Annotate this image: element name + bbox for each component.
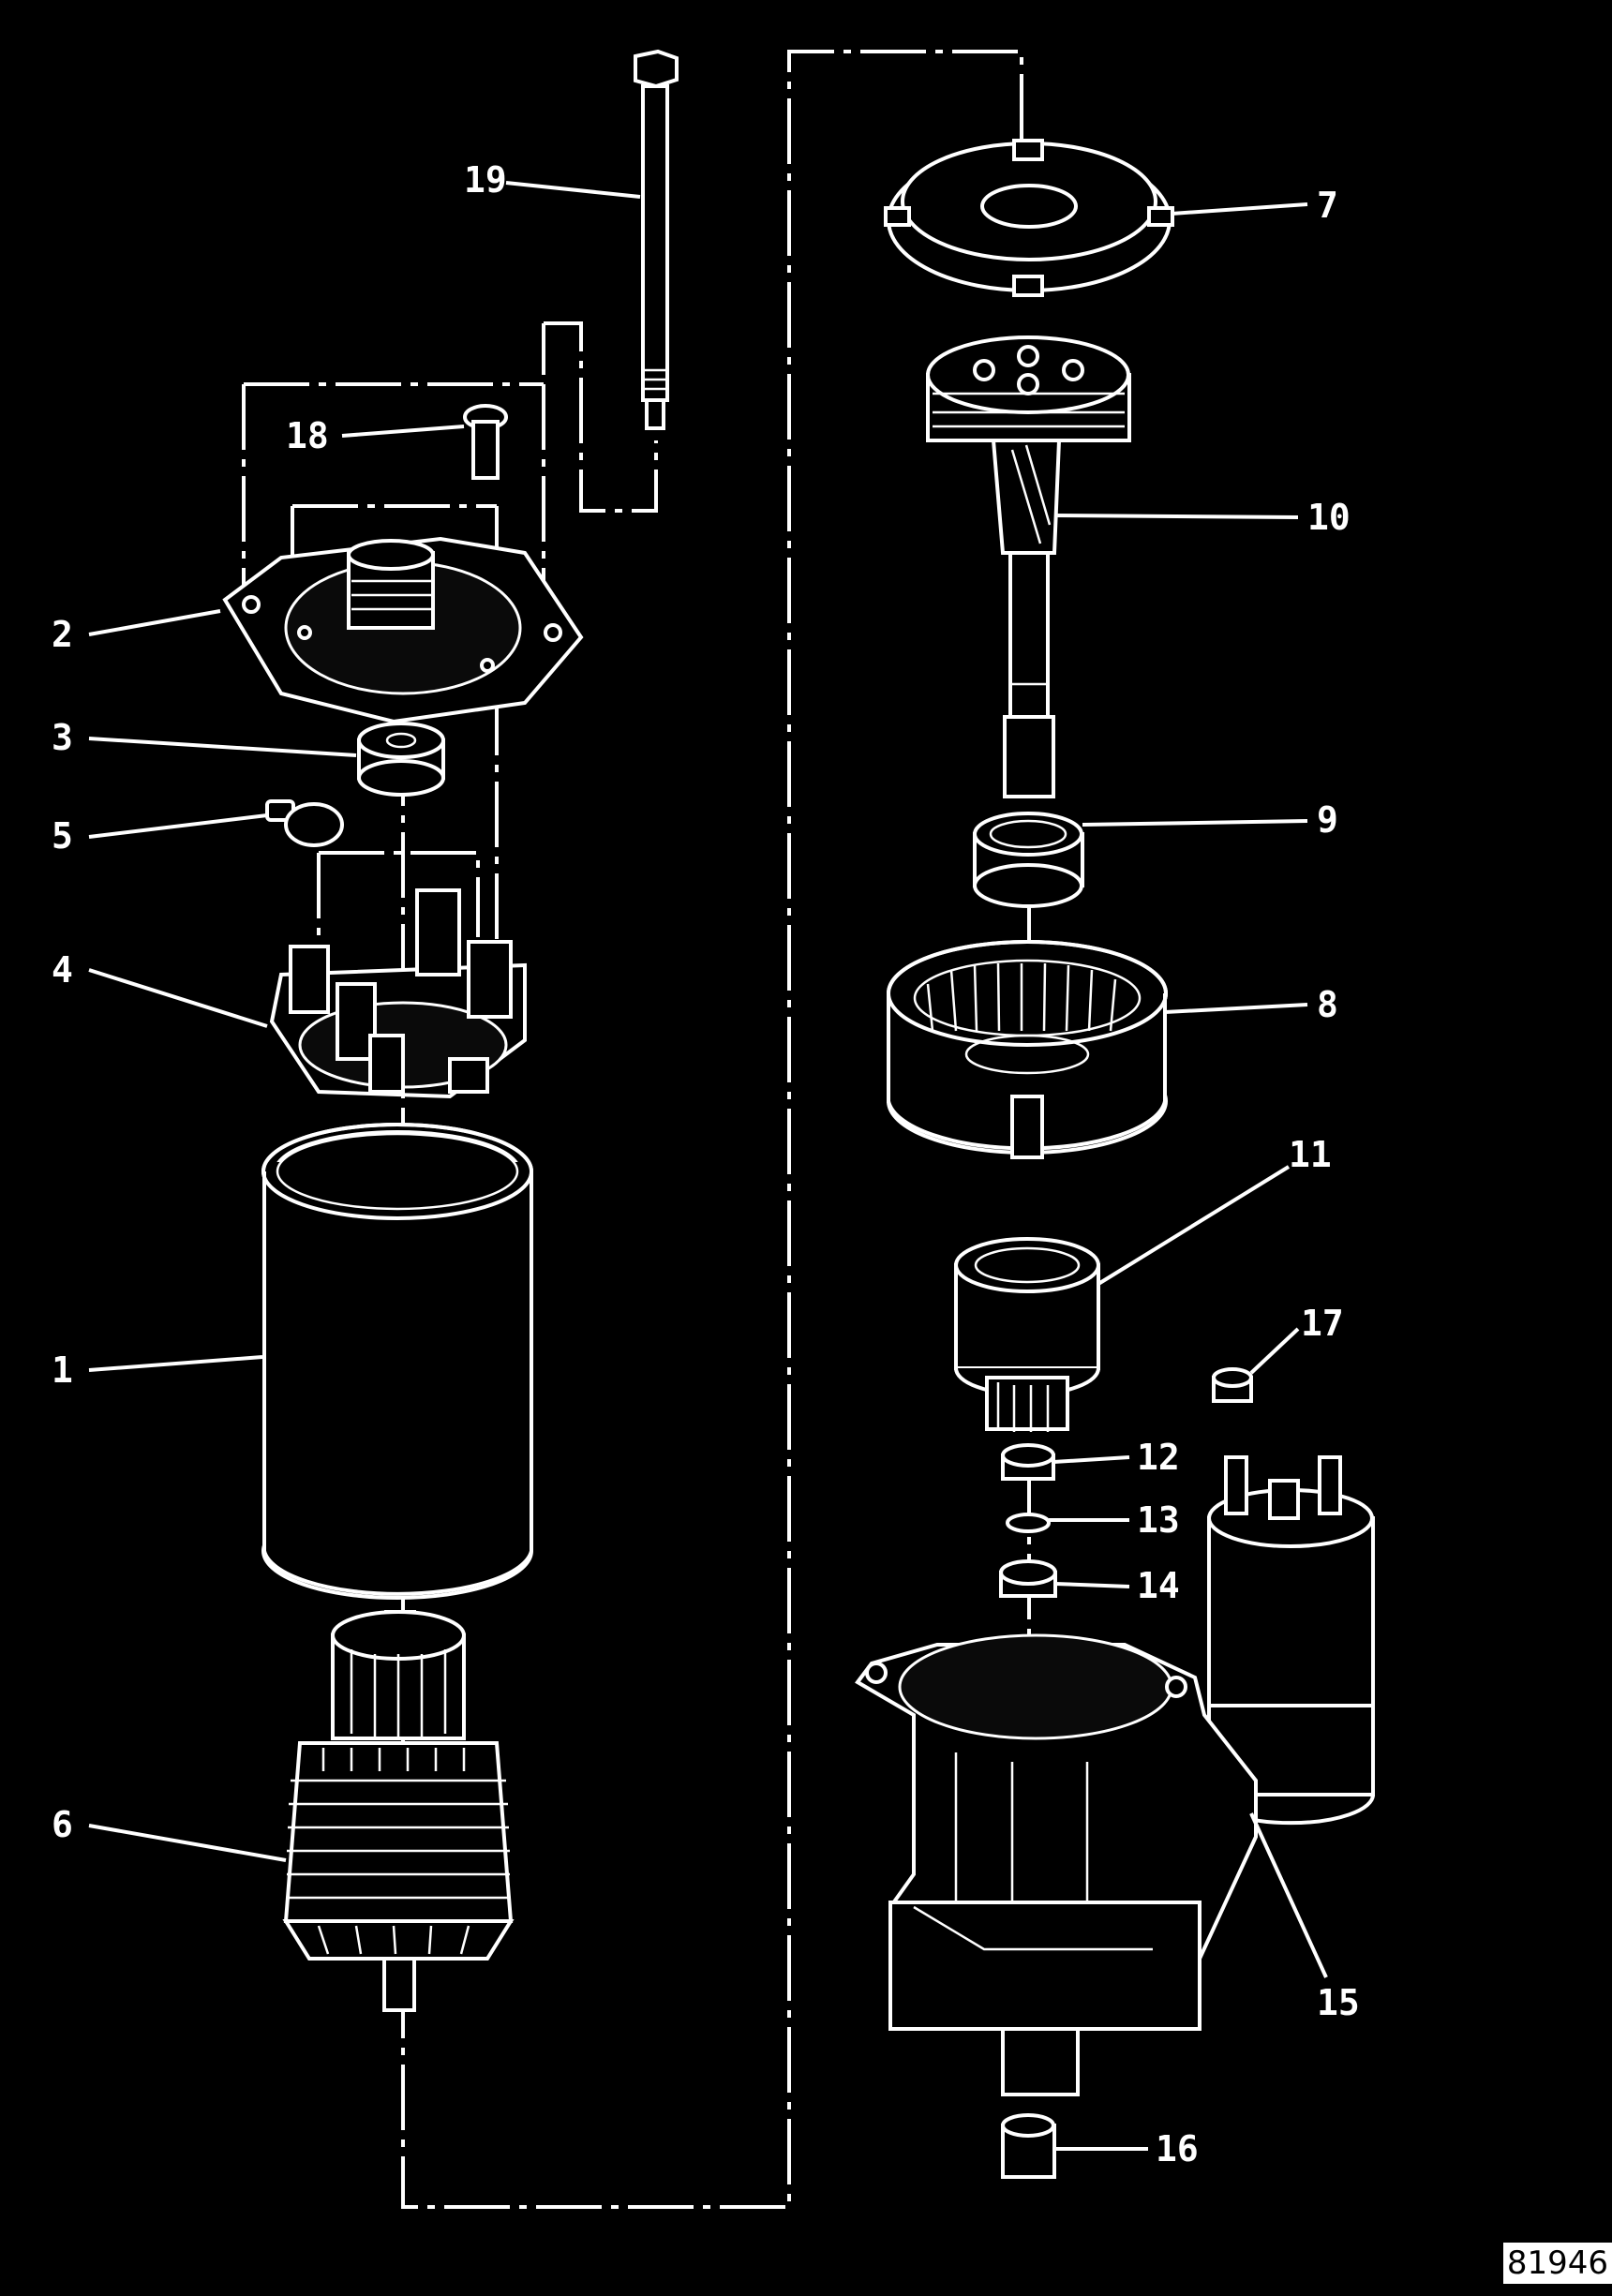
callout-5: 5 [52,813,268,857]
part-screw [463,404,508,480]
callout-2: 2 [52,609,221,655]
callout-14: 14 [1054,1565,1180,1606]
svg-text:16: 16 [1156,2128,1199,2169]
callout-9: 9 [1082,799,1338,841]
svg-text:5: 5 [52,815,73,857]
callout-4: 4 [52,949,268,1028]
part-nut [1212,1367,1253,1403]
part-retaining-ring [1006,1513,1051,1533]
callout-12: 12 [1052,1437,1180,1478]
part-gear-cover [884,139,1174,297]
part-thrust-collar [999,1559,1057,1598]
part-frame [261,1123,533,1600]
svg-text:2: 2 [52,614,73,655]
callout-10: 10 [1053,497,1351,538]
part-armature [282,1610,515,2012]
svg-text:1: 1 [52,1349,73,1391]
part-drive-housing-solenoid [855,1455,1375,2096]
callout-18: 18 [286,415,465,456]
svg-text:13: 13 [1137,1499,1180,1541]
svg-text:19: 19 [464,159,507,201]
callout-8: 8 [1164,984,1338,1025]
callout-6: 6 [52,1804,287,1862]
figure-number: 81946 [1502,2243,1612,2284]
callout-13: 13 [1049,1499,1180,1541]
part-planet-carrier-shaft [926,335,1131,798]
part-bushing [1001,2113,1056,2179]
part-bearing [973,812,1084,908]
part-brush-spring [265,799,344,847]
svg-text:10: 10 [1307,497,1351,538]
svg-text:7: 7 [1317,185,1338,226]
part-end-cap [222,536,584,724]
part-thru-bolt [634,49,679,430]
svg-text:17: 17 [1301,1303,1344,1344]
callout-3: 3 [52,717,357,758]
callout-7: 7 [1171,185,1338,226]
svg-text:3: 3 [52,717,73,758]
svg-text:9: 9 [1317,799,1338,841]
part-bearing-small [357,722,445,797]
callout-1: 1 [52,1349,263,1391]
callout-15: 15 [1249,1812,1360,2023]
callout-11: 11 [1097,1134,1332,1286]
svg-text:6: 6 [52,1804,73,1845]
svg-text:14: 14 [1137,1565,1180,1606]
svg-text:15: 15 [1317,1982,1360,2023]
svg-text:12: 12 [1137,1437,1180,1478]
part-stop-collar [1001,1443,1055,1481]
callout-19: 19 [464,159,641,201]
part-drive-pinion [954,1237,1100,1432]
svg-text:11: 11 [1289,1134,1332,1175]
svg-text:4: 4 [52,949,73,991]
part-ring-gear [887,940,1168,1159]
svg-text:8: 8 [1317,984,1338,1025]
svg-text:18: 18 [286,415,329,456]
callout-17: 17 [1249,1303,1344,1375]
part-brush-holder [269,888,527,1099]
callout-16: 16 [1054,2128,1199,2169]
